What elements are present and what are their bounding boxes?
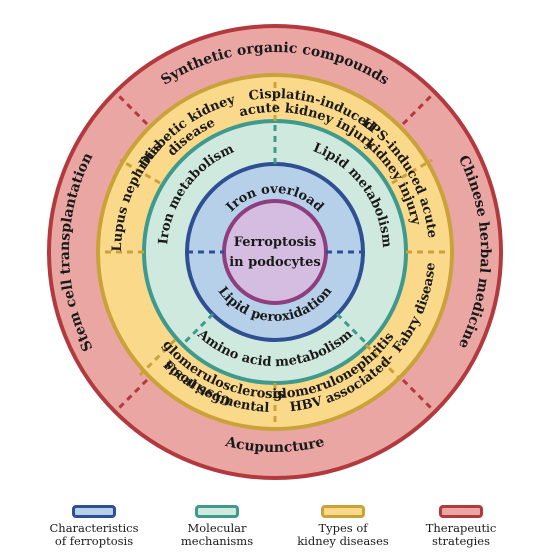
legend-swatch-strategies [439, 505, 483, 518]
disease-dividers [98, 75, 452, 429]
legend-swatch-diseases [321, 505, 365, 518]
core-circle [222, 199, 328, 305]
strategy-dividers [113, 90, 437, 414]
core-label-line1: Ferroptosis [234, 235, 317, 250]
legend-swatch-mechanisms [195, 505, 239, 518]
core-label-line2: in podocytes [229, 255, 321, 270]
strategy-acupuncture: Acupuncture [223, 434, 326, 456]
mechanism-dividers [180, 121, 370, 347]
legend-swatch-characteristics [72, 505, 116, 518]
